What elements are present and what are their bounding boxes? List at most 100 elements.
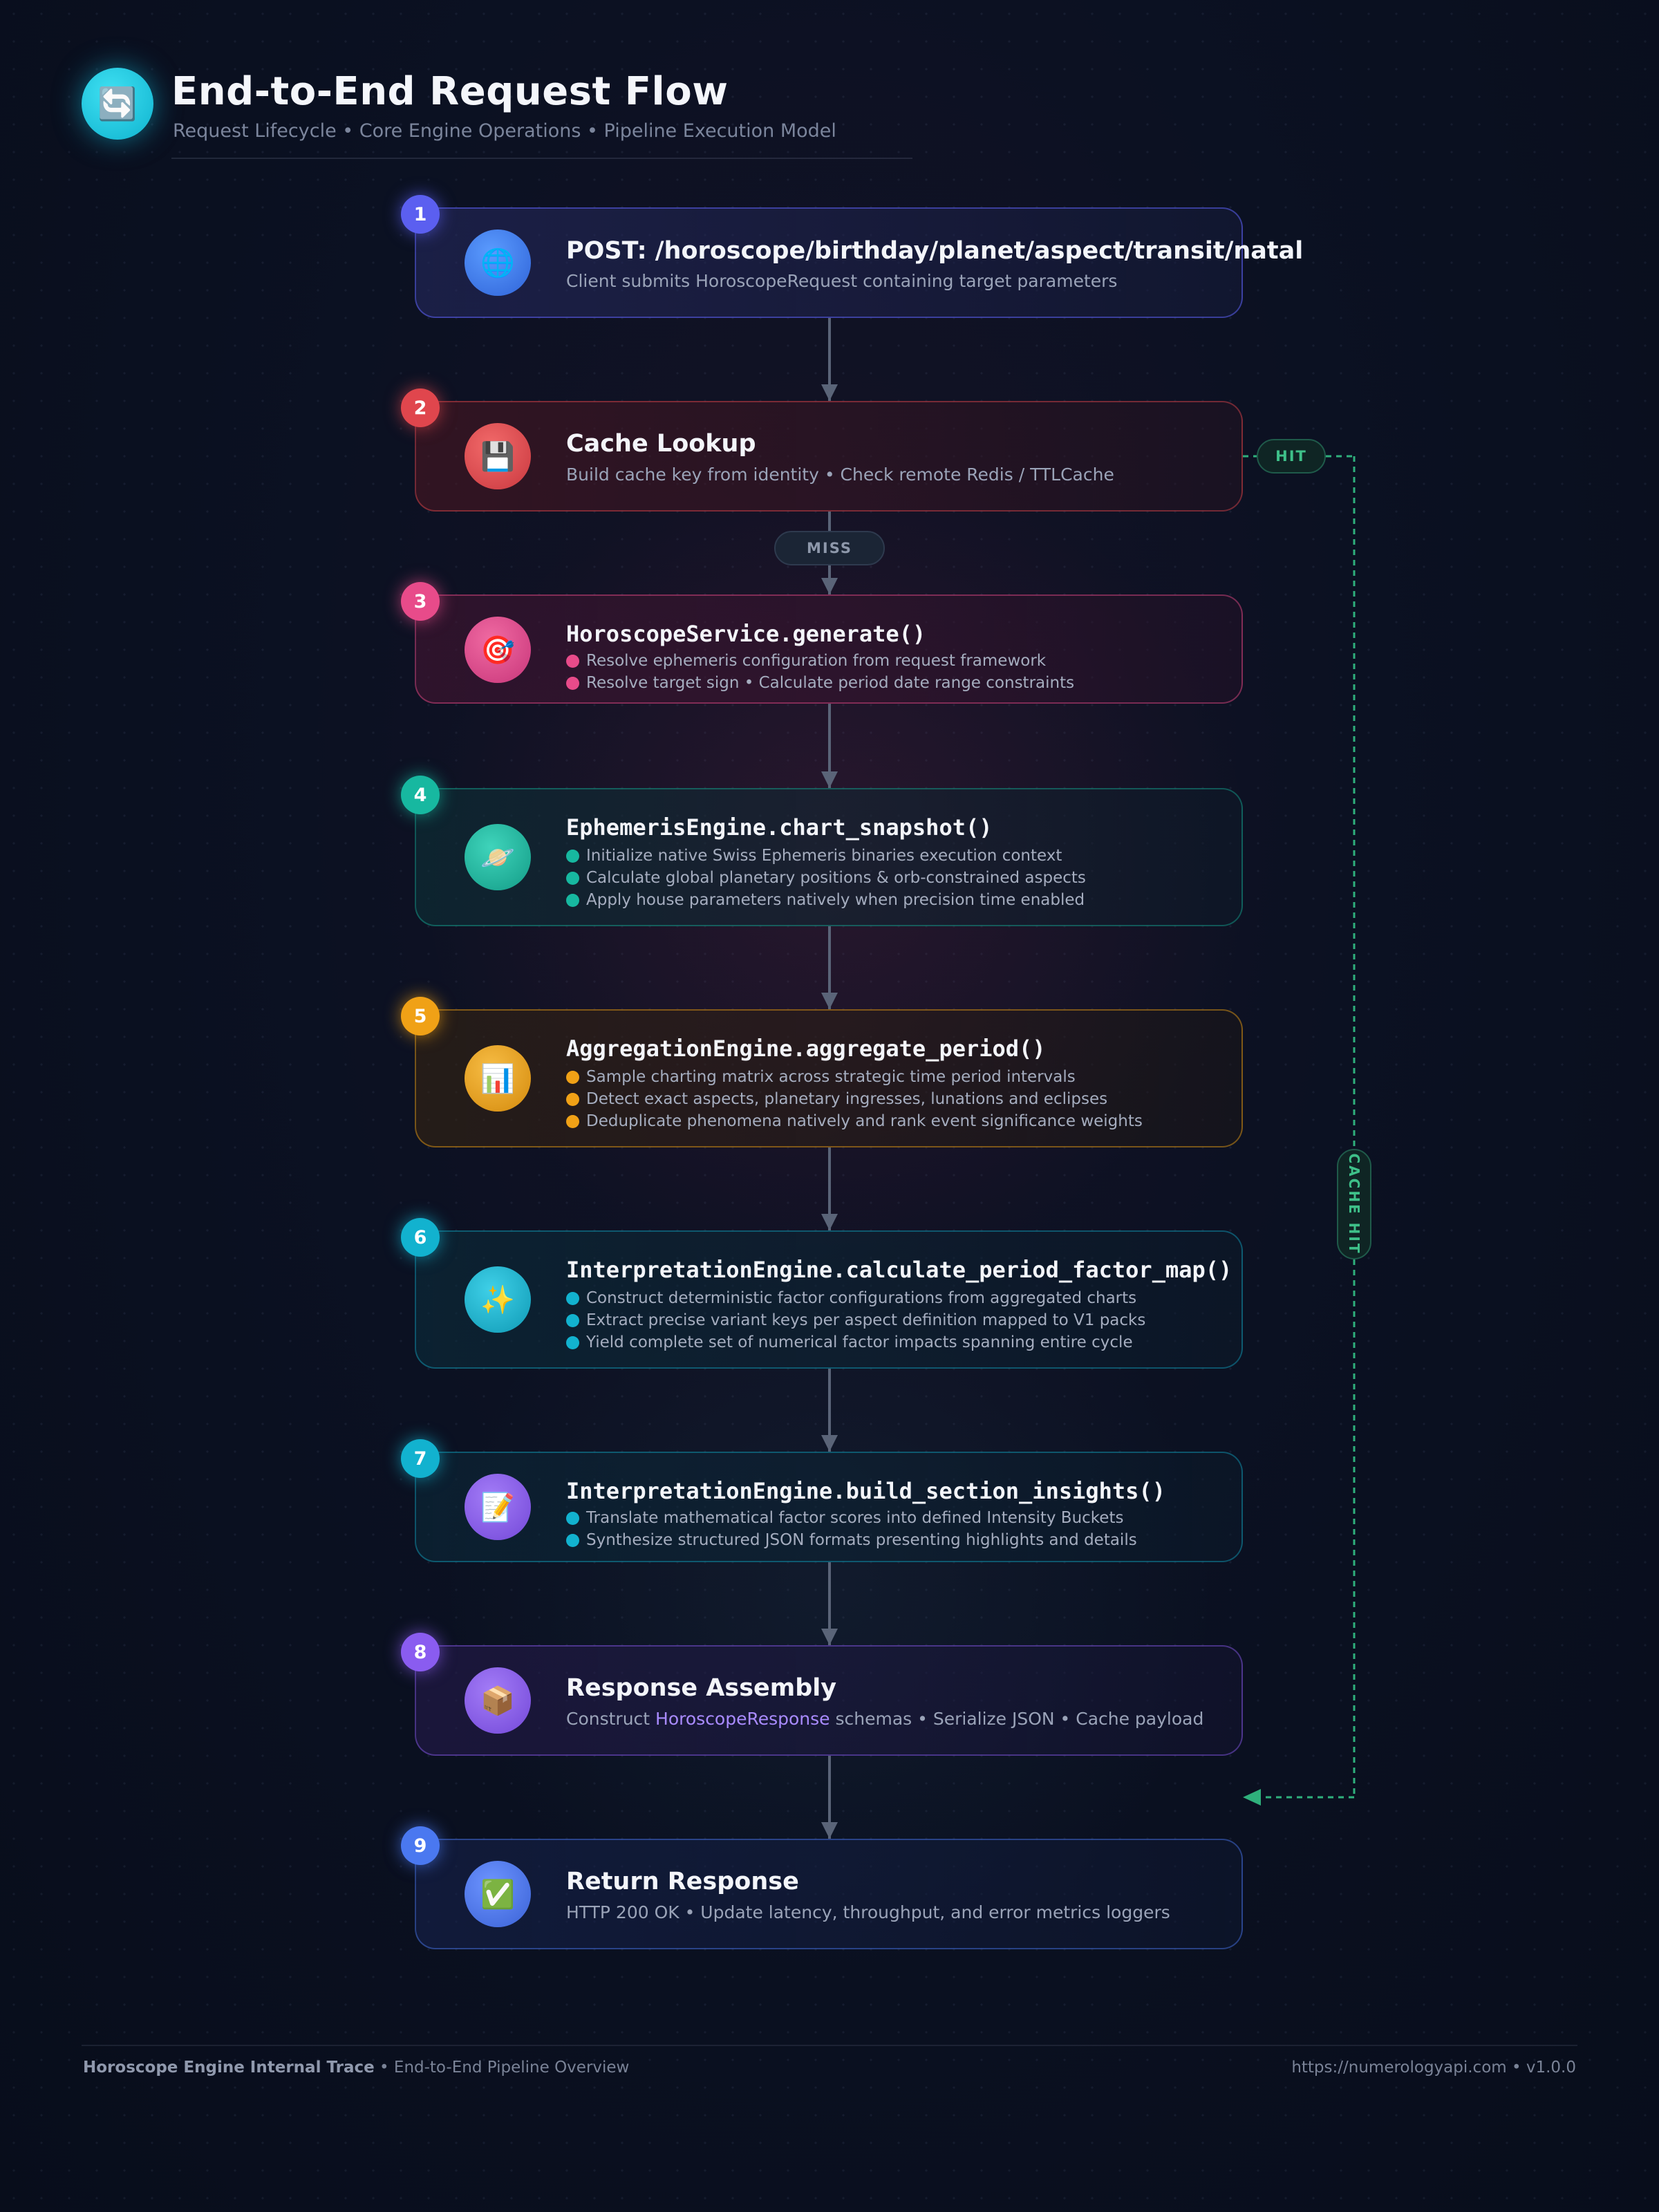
step-bullet-list: Initialize native Swiss Ephemeris binari… bbox=[566, 845, 1086, 911]
arrow-down-icon bbox=[821, 1629, 838, 1645]
bullet-dot bbox=[566, 1313, 579, 1327]
step-title: POST: /horoscope/birthday/planet/aspect/… bbox=[566, 237, 1304, 265]
step-card-ephemeris-engine bbox=[415, 788, 1243, 926]
globe-icon: 🌐 bbox=[465, 229, 531, 296]
arrow-down-icon bbox=[821, 1435, 838, 1452]
list-item: Detect exact aspects, planetary ingresse… bbox=[566, 1088, 1143, 1110]
flow-connector bbox=[828, 1562, 831, 1645]
step-bullet-list: Construct deterministic factor configura… bbox=[566, 1287, 1145, 1353]
flow-connector bbox=[828, 1147, 831, 1230]
bullet-dot bbox=[566, 1114, 579, 1128]
list-item: Sample charting matrix across strategic … bbox=[566, 1066, 1143, 1088]
list-item: Synthesize structured JSON formats prese… bbox=[566, 1529, 1137, 1551]
step-title: Response Assembly bbox=[566, 1674, 837, 1702]
step-card-section-insights bbox=[415, 1452, 1243, 1562]
list-item: Deduplicate phenomena natively and rank … bbox=[566, 1110, 1143, 1132]
bar-chart-icon: 📊 bbox=[465, 1045, 531, 1112]
step-number-badge: 7 bbox=[401, 1439, 440, 1478]
ringed-planet-icon: 🪐 bbox=[465, 824, 531, 890]
list-item: Translate mathematical factor scores int… bbox=[566, 1507, 1137, 1529]
bullet-dot bbox=[566, 654, 579, 668]
list-item: Resolve target sign • Calculate period d… bbox=[566, 672, 1074, 694]
memo-icon: 📝 bbox=[465, 1474, 531, 1540]
arrow-down-icon bbox=[821, 1822, 838, 1839]
step-number-badge: 1 bbox=[401, 195, 440, 234]
step-title: Cache Lookup bbox=[566, 430, 756, 458]
footer-divider bbox=[82, 2045, 1577, 2046]
step-card-aggregation-engine bbox=[415, 1009, 1243, 1147]
arrow-down-icon bbox=[821, 993, 838, 1009]
page-subtitle: Request Lifecycle • Core Engine Operatio… bbox=[173, 120, 836, 142]
bullet-dot bbox=[566, 676, 579, 690]
step-number-badge: 5 bbox=[401, 997, 440, 1035]
arrow-down-icon bbox=[821, 384, 838, 401]
step-card-return-response bbox=[415, 1839, 1243, 1949]
step-bullet-list: Resolve ephemeris configuration from req… bbox=[566, 650, 1074, 694]
footer-site-version: https://numerologyapi.com • v1.0.0 bbox=[1291, 2059, 1576, 2077]
list-item: Resolve ephemeris configuration from req… bbox=[566, 650, 1074, 672]
bullet-dot bbox=[566, 1533, 579, 1547]
floppy-disk-icon: 💾 bbox=[465, 423, 531, 489]
step-card-cache-lookup bbox=[415, 401, 1243, 512]
footer-caption: Horoscope Engine Internal Trace • End-to… bbox=[83, 2059, 630, 2077]
step-number-badge: 3 bbox=[401, 582, 440, 621]
bullet-dot bbox=[566, 893, 579, 907]
step-bullet-list: Translate mathematical factor scores int… bbox=[566, 1507, 1137, 1551]
bullet-dot bbox=[566, 1511, 579, 1525]
step-number-badge: 8 bbox=[401, 1633, 440, 1671]
step-title: AggregationEngine.aggregate_period() bbox=[566, 1035, 1046, 1062]
flow-connector bbox=[828, 318, 831, 401]
step-card-period-factor-map bbox=[415, 1230, 1243, 1369]
cache-hit-label: CACHE HIT bbox=[1346, 1153, 1362, 1255]
bullet-dot bbox=[566, 1335, 579, 1349]
arrow-down-icon bbox=[821, 1214, 838, 1230]
check-mark-icon: ✅ bbox=[465, 1861, 531, 1927]
refresh-arrows-icon: 🔄 bbox=[82, 68, 153, 140]
flow-connector bbox=[828, 1369, 831, 1452]
arrow-down-icon bbox=[821, 771, 838, 788]
cache-hit-badge bbox=[1337, 1149, 1371, 1259]
step-description: Construct HoroscopeResponse schemas • Se… bbox=[566, 1709, 1204, 1729]
flow-connector bbox=[828, 926, 831, 1009]
miss-badge: MISS bbox=[774, 531, 885, 565]
step-card-request bbox=[415, 207, 1243, 318]
hit-badge: HIT bbox=[1257, 439, 1326, 474]
header-divider bbox=[171, 158, 912, 159]
step-title: HoroscopeService.generate() bbox=[566, 621, 926, 647]
target-icon: 🎯 bbox=[465, 617, 531, 683]
list-item: Initialize native Swiss Ephemeris binari… bbox=[566, 845, 1086, 867]
step-number-badge: 6 bbox=[401, 1218, 440, 1257]
response-class-name: HoroscopeResponse bbox=[655, 1709, 830, 1729]
flow-connector bbox=[828, 704, 831, 788]
sparkles-icon: ✨ bbox=[465, 1266, 531, 1333]
step-number-badge: 4 bbox=[401, 776, 440, 814]
package-icon: 📦 bbox=[465, 1667, 531, 1734]
step-title: InterpretationEngine.build_section_insig… bbox=[566, 1478, 1165, 1504]
step-description: Build cache key from identity • Check re… bbox=[566, 465, 1114, 485]
flow-connector bbox=[828, 512, 831, 531]
step-number-badge: 2 bbox=[401, 388, 440, 427]
step-number-badge: 9 bbox=[401, 1826, 440, 1865]
list-item: Calculate global planetary positions & o… bbox=[566, 867, 1086, 889]
step-title: EphemerisEngine.chart_snapshot() bbox=[566, 814, 993, 841]
flow-connector bbox=[828, 1756, 831, 1839]
page-title: End-to-End Request Flow bbox=[171, 69, 729, 114]
bullet-dot bbox=[566, 871, 579, 885]
bullet-dot bbox=[566, 1291, 579, 1305]
bullet-dot bbox=[566, 1070, 579, 1084]
bullet-dot bbox=[566, 1092, 579, 1106]
step-card-response-assembly bbox=[415, 1645, 1243, 1756]
arrow-down-icon bbox=[821, 578, 838, 594]
step-title: InterpretationEngine.calculate_period_fa… bbox=[566, 1257, 1232, 1283]
list-item: Extract precise variant keys per aspect … bbox=[566, 1309, 1145, 1331]
step-description: Client submits HoroscopeRequest containi… bbox=[566, 271, 1118, 291]
list-item: Apply house parameters natively when pre… bbox=[566, 889, 1086, 911]
step-bullet-list: Sample charting matrix across strategic … bbox=[566, 1066, 1143, 1132]
list-item: Construct deterministic factor configura… bbox=[566, 1287, 1145, 1309]
step-card-horoscope-service bbox=[415, 594, 1243, 704]
bullet-dot bbox=[566, 849, 579, 863]
step-title: Return Response bbox=[566, 1868, 799, 1895]
step-description: HTTP 200 OK • Update latency, throughput… bbox=[566, 1902, 1170, 1922]
list-item: Yield complete set of numerical factor i… bbox=[566, 1331, 1145, 1353]
